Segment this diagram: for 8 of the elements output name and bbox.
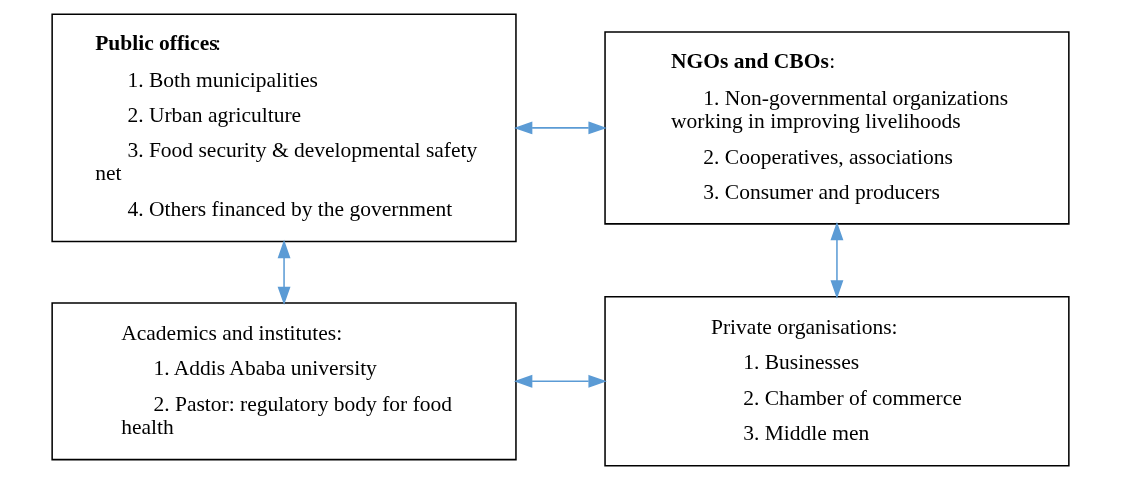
node-box: Academics and institutes: 1. Addis Ababa university 2. Pastor: regulatory body for food health — [51, 302, 517, 461]
arrow — [513, 121, 607, 135]
node-box: Public offices: 1. Both municipalities 2. Urban agriculture 3. Food security & developmental safety net 4. Others financed by the government — [51, 13, 517, 243]
node-box: Private organisations: 1. Businesses 2. Chamber of commerce 3. Middle men — [604, 296, 1070, 467]
arrow — [830, 221, 844, 299]
arrow — [513, 374, 607, 388]
node-box: NGOs and CBOs: 1. Non-governmental organizations working in improving livelihoods 2. Cooperatives, associations 3. Consumer and producers — [604, 31, 1070, 225]
arrow — [277, 239, 291, 306]
